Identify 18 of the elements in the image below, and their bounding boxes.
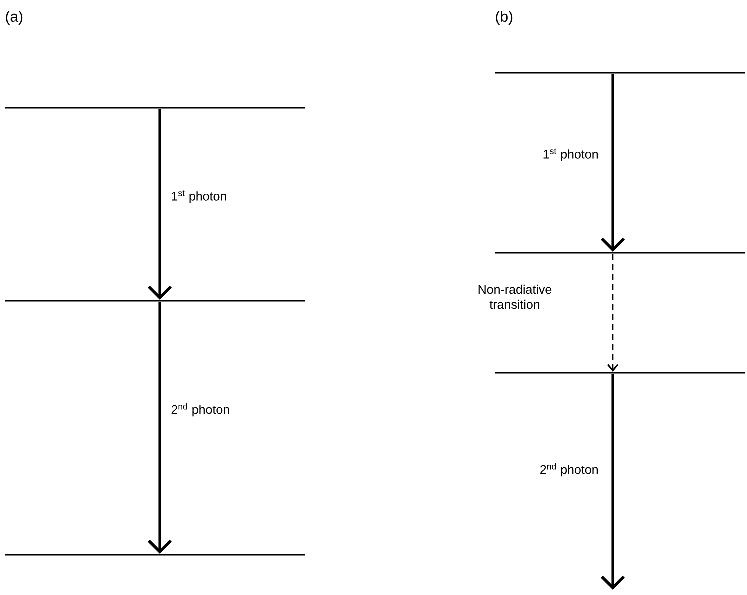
edge-label: Non-radiative transition: [478, 284, 552, 310]
energy-level-line: [495, 372, 745, 374]
edge-label: 2$^{nd}$ photon: [540, 463, 598, 477]
panel-label: (a): [6, 11, 23, 25]
edge-label: 1$^{st}$ photon: [544, 148, 598, 162]
energy-level-line: [5, 554, 305, 556]
energy-level-line: [5, 300, 305, 302]
energy-level-line: [495, 72, 745, 74]
energy-level-line: [5, 107, 305, 109]
arrow: [600, 374, 626, 590]
edge-label: 1$^{st}$ photon: [172, 190, 226, 204]
arrow: [148, 109, 172, 300]
energy-level-line: [495, 252, 745, 254]
arrow: [600, 74, 626, 252]
edge-label: 2$^{nd}$ photon: [172, 403, 230, 417]
arrow: [607, 254, 619, 372]
arrow: [148, 302, 172, 554]
panel-label: (b): [496, 11, 513, 25]
